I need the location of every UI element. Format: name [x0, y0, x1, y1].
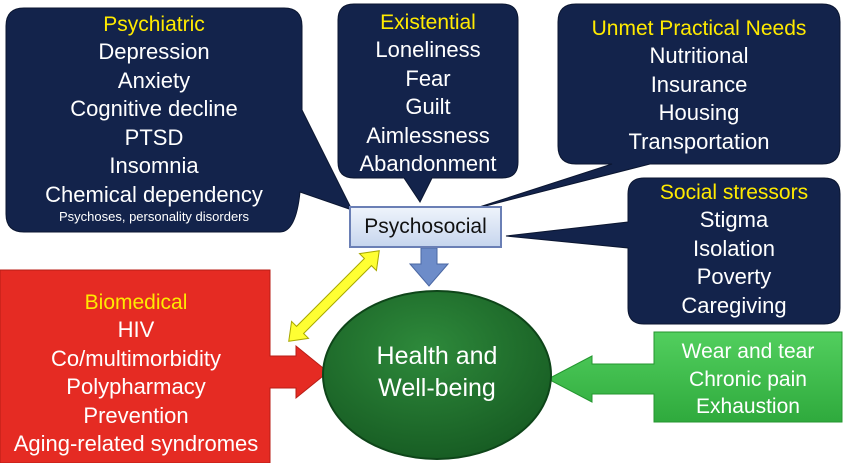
social-title: Social stressors — [659, 181, 809, 204]
psychiatric-item: Anxiety — [117, 67, 191, 93]
biomedical-content: Biomedical HIV Co/multimorbidity Polypha… — [0, 290, 272, 459]
psychiatric-item: Cognitive decline — [70, 96, 238, 121]
psychiatric-title: Psychiatric — [103, 13, 205, 36]
biomedical-box — [0, 269, 329, 463]
psychiatric-item: Depression — [98, 39, 210, 64]
social-content: Social stressors Stigma Isolation Povert… — [630, 180, 838, 320]
health-label-line2: Well-being — [378, 374, 496, 402]
biomedical-item: Prevention — [83, 402, 189, 428]
wear-item: Exhaustion — [696, 395, 800, 418]
practical-item: Transportation — [628, 128, 770, 154]
psychiatric-item: Insomnia — [109, 153, 199, 178]
practical-item: Insurance — [650, 71, 748, 97]
psychosocial-box: Psychosocial — [349, 206, 502, 248]
psychiatric-item: Chemical dependency — [45, 181, 263, 207]
biomedical-item: Polypharmacy — [66, 374, 206, 399]
social-item: Caregiving — [681, 292, 787, 318]
practical-callout — [469, 3, 841, 211]
social-item: Poverty — [696, 264, 772, 289]
wear-item: Chronic pain — [689, 367, 807, 391]
health-label-line1: Health and — [376, 342, 498, 370]
existential-item: Aimlessness — [366, 122, 490, 148]
existential-item: Loneliness — [375, 37, 481, 62]
social-item: Isolation — [693, 235, 775, 261]
biomedical-item: HIV — [117, 317, 155, 342]
health-label: Health and Well-being — [325, 340, 549, 404]
biomedical-title: Biomedical — [84, 291, 188, 314]
practical-item: Housing — [658, 100, 740, 125]
biomedical-item: Aging-related syndromes — [13, 431, 259, 456]
practical-item: Nutritional — [649, 43, 749, 68]
wear-content: Wear and tear Chronic pain Exhaustion — [656, 338, 840, 421]
psychiatric-content: Psychiatric Depression Anxiety Cognitive… — [10, 12, 298, 225]
existential-item: Abandonment — [359, 151, 497, 176]
practical-content: Unmet Practical Needs Nutritional Insura… — [560, 16, 838, 156]
psychiatric-note: Psychoses, personality disorders — [58, 209, 250, 224]
down-arrow — [408, 247, 450, 287]
existential-item: Guilt — [405, 94, 451, 119]
social-item: Stigma — [699, 207, 769, 232]
yellow-double-arrow — [288, 250, 380, 342]
existential-content: Existential Loneliness Fear Guilt Aimles… — [340, 10, 516, 179]
existential-callout — [337, 3, 519, 203]
practical-title: Unmet Practical Needs — [591, 17, 807, 40]
biomedical-item: Co/multimorbidity — [51, 345, 221, 371]
existential-title: Existential — [380, 11, 476, 34]
health-ellipse — [322, 290, 552, 460]
existential-item: Fear — [405, 65, 451, 91]
psychiatric-item: PTSD — [124, 124, 184, 150]
psychiatric-callout — [5, 7, 353, 233]
social-callout — [505, 177, 841, 325]
wear-item: Wear and tear — [681, 340, 815, 363]
wear-box — [546, 331, 843, 423]
